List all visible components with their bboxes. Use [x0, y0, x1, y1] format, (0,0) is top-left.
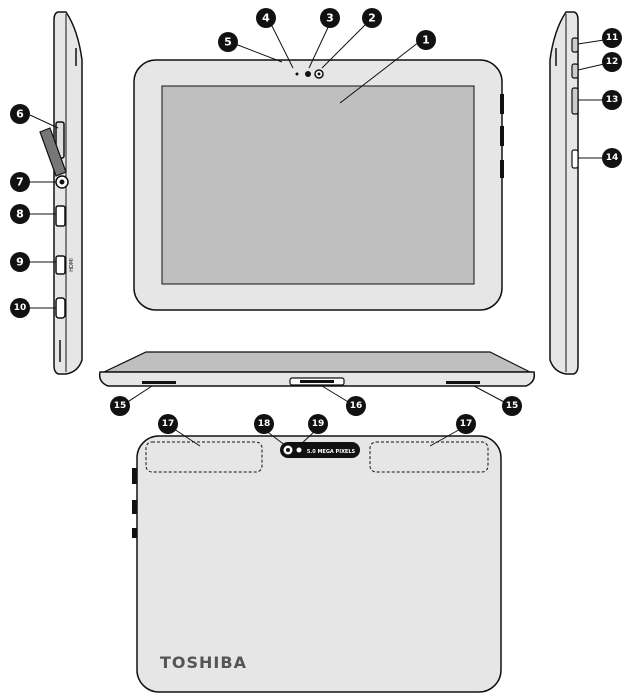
speaker-right	[446, 381, 480, 384]
hdmi-mark: HDMI	[69, 258, 75, 271]
callout-13: 13	[602, 90, 622, 110]
usb-port	[55, 205, 66, 227]
svg-text:13: 13	[606, 95, 619, 105]
svg-text:4: 4	[262, 12, 270, 25]
callout-15-right: 15	[502, 396, 522, 416]
callout-8: 8	[10, 204, 30, 224]
rotation-lock-switch	[571, 63, 579, 79]
svg-text:7: 7	[16, 176, 24, 189]
callout-1: 1	[416, 30, 436, 50]
callouts: 1 2 3 4 5 6 7 8 9 10 11 12 13 14 15 16 1…	[10, 8, 622, 434]
callout-10: 10	[10, 298, 30, 318]
svg-text:17: 17	[162, 419, 175, 429]
left-side-view: HDMI	[39, 11, 83, 375]
svg-text:5: 5	[224, 36, 232, 49]
svg-text:18: 18	[258, 419, 271, 429]
callout-4: 4	[256, 8, 276, 28]
callout-5: 5	[218, 32, 238, 52]
right-side-view	[549, 11, 579, 375]
front-view	[133, 59, 504, 311]
camera-label: 5.0 MEGA PIXELS	[307, 449, 356, 455]
rear-camera-light	[296, 447, 302, 453]
callout-11: 11	[602, 28, 622, 48]
antenna-area-left	[145, 441, 263, 473]
antenna-area-right	[369, 441, 489, 473]
callout-15-left: 15	[110, 396, 130, 416]
speaker-left	[142, 381, 176, 384]
dc-in-port	[55, 297, 66, 319]
svg-text:8: 8	[16, 208, 24, 221]
svg-text:12: 12	[606, 57, 619, 67]
svg-text:15: 15	[114, 401, 127, 411]
front-camera	[305, 71, 311, 77]
svg-text:2: 2	[368, 12, 376, 25]
svg-text:17: 17	[460, 419, 473, 429]
power-button	[571, 37, 579, 53]
volume-button	[571, 87, 579, 115]
callout-17-left: 17	[158, 414, 178, 434]
svg-text:19: 19	[312, 419, 325, 429]
callout-6: 6	[10, 104, 30, 124]
svg-text:11: 11	[606, 33, 619, 43]
callout-17-right: 17	[456, 414, 476, 434]
svg-text:3: 3	[326, 12, 334, 25]
side-connector	[571, 149, 579, 169]
leader-lines	[29, 20, 605, 447]
svg-text:15: 15	[506, 401, 519, 411]
back-view: 5.0 MEGA PIXELS TOSHIBA	[132, 435, 502, 693]
svg-text:1: 1	[422, 34, 430, 47]
callout-2: 2	[362, 8, 382, 28]
callout-7: 7	[10, 172, 30, 192]
callout-18: 18	[254, 414, 274, 434]
callout-12: 12	[602, 52, 622, 72]
callout-3: 3	[320, 8, 340, 28]
slot-cover	[39, 127, 67, 177]
svg-text:10: 10	[14, 303, 27, 313]
callout-9: 9	[10, 252, 30, 272]
callout-14: 14	[602, 148, 622, 168]
svg-text:16: 16	[350, 401, 363, 411]
callout-19: 19	[308, 414, 328, 434]
rear-camera-strip	[280, 442, 360, 458]
display-screen	[161, 85, 475, 285]
svg-text:6: 6	[16, 108, 24, 121]
callout-16: 16	[346, 396, 366, 416]
bottom-edge-view	[98, 351, 536, 387]
svg-text:9: 9	[16, 256, 24, 269]
hdmi-port	[55, 255, 66, 275]
back-body	[136, 435, 502, 693]
brand-logo: TOSHIBA	[160, 653, 247, 672]
light-sensor	[295, 72, 299, 76]
svg-text:14: 14	[606, 153, 619, 163]
